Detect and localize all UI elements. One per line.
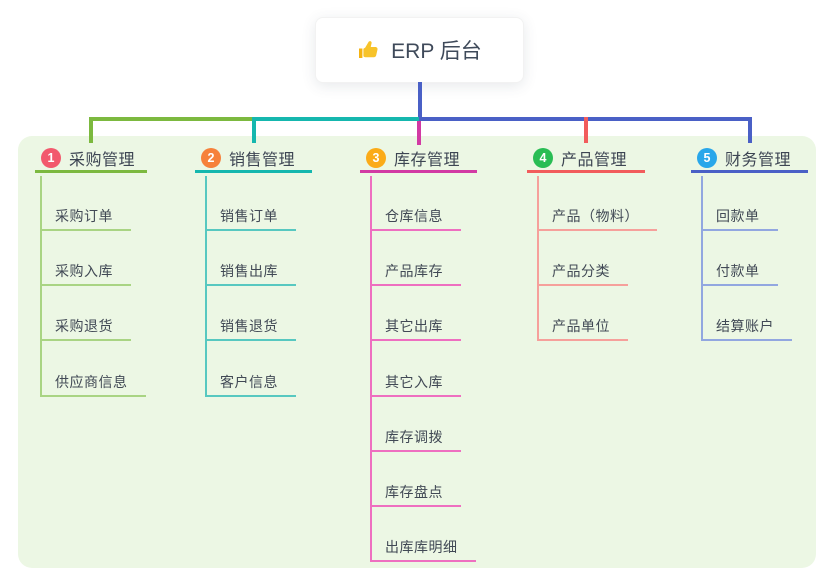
trunk-segment-left: [89, 117, 253, 121]
child-node[interactable]: 产品库存: [370, 258, 461, 287]
child-node[interactable]: 采购退货: [40, 313, 131, 342]
child-node[interactable]: 付款单: [701, 258, 778, 287]
branch-stub-line: [584, 117, 588, 143]
child-node[interactable]: 销售退货: [205, 313, 296, 342]
branch-number-badge: 3: [366, 148, 386, 168]
branch-number-badge: 2: [201, 148, 221, 168]
child-node[interactable]: 库存盘点: [370, 479, 461, 507]
branch-title: 库存管理: [394, 152, 461, 169]
branches-panel: [18, 136, 816, 568]
branch-node-4[interactable]: 4 产品管理: [527, 146, 645, 173]
child-node[interactable]: 产品单位: [537, 313, 628, 342]
child-node[interactable]: 结算账户: [701, 313, 792, 342]
child-node[interactable]: 出库库明细: [370, 534, 476, 563]
child-rail-line: [370, 176, 372, 563]
branch-stub-line: [251, 117, 256, 143]
branch-node-2[interactable]: 2 销售管理: [195, 146, 312, 173]
branch-stub-line: [747, 117, 752, 143]
child-node[interactable]: 产品（物料）: [537, 203, 657, 231]
branch-stub-line: [416, 121, 421, 145]
child-node[interactable]: 采购入库: [40, 258, 131, 287]
child-node[interactable]: 产品分类: [537, 258, 628, 287]
child-rail-line: [537, 176, 539, 342]
child-node[interactable]: 其它出库: [370, 313, 461, 342]
branch-node-1[interactable]: 1 采购管理: [35, 146, 147, 173]
child-node[interactable]: 销售订单: [205, 203, 296, 231]
root-label: ERP 后台: [391, 40, 482, 63]
child-node[interactable]: 回款单: [701, 203, 778, 231]
thumbs-up-icon: [357, 38, 381, 62]
child-node[interactable]: 仓库信息: [370, 203, 461, 231]
trunk-segment-middle: [253, 117, 419, 121]
child-rail-line: [40, 176, 42, 397]
branch-title: 财务管理: [725, 152, 792, 169]
branch-node-5[interactable]: 5 财务管理: [691, 146, 808, 173]
root-connector-line: [417, 82, 422, 121]
child-rail-line: [205, 176, 207, 397]
child-node[interactable]: 销售出库: [205, 258, 296, 287]
branch-title: 采购管理: [69, 152, 136, 169]
branch-title: 销售管理: [229, 152, 296, 169]
child-node[interactable]: 客户信息: [205, 369, 296, 397]
child-rail-line: [701, 176, 703, 342]
branch-number-badge: 5: [697, 148, 717, 168]
branch-number-badge: 4: [533, 148, 553, 168]
branch-stub-line: [89, 117, 93, 143]
root-node[interactable]: ERP 后台: [315, 17, 524, 83]
child-node[interactable]: 采购订单: [40, 203, 131, 231]
branch-title: 产品管理: [561, 152, 628, 169]
child-node[interactable]: 库存调拨: [370, 424, 461, 452]
child-node[interactable]: 其它入库: [370, 369, 461, 397]
child-node[interactable]: 供应商信息: [40, 369, 146, 397]
branch-node-3[interactable]: 3 库存管理: [360, 146, 477, 173]
branch-number-badge: 1: [41, 148, 61, 168]
